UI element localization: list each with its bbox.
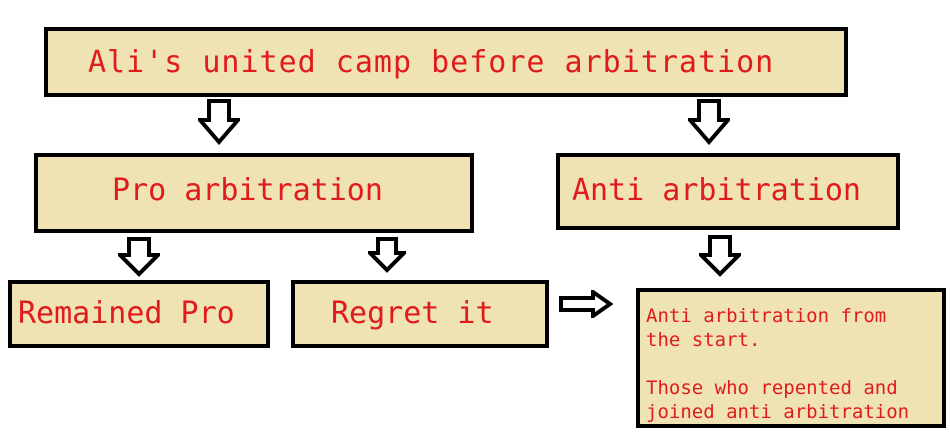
down-arrow-icon bbox=[198, 99, 240, 145]
anti-detail-node: Anti arbitration from the start. Those w… bbox=[636, 288, 946, 428]
anti-arbitration-label: Anti arbitration bbox=[572, 173, 861, 208]
down-arrow-icon bbox=[368, 237, 406, 273]
down-arrow-icon bbox=[688, 99, 730, 145]
regret-it-label: Regret it bbox=[331, 296, 494, 331]
remained-pro-label: Remained Pro bbox=[18, 296, 235, 331]
down-arrow-icon bbox=[699, 235, 741, 277]
anti-detail-text-1: Anti arbitration from the start. bbox=[646, 305, 887, 351]
regret-it-node: Regret it bbox=[291, 280, 549, 348]
right-arrow-icon bbox=[559, 290, 613, 318]
anti-detail-text-2: Those who repented and joined anti arbit… bbox=[646, 377, 910, 423]
anti-arbitration-node: Anti arbitration bbox=[556, 153, 900, 230]
pro-arbitration-label: Pro arbitration bbox=[112, 173, 383, 208]
down-arrow-icon bbox=[118, 237, 160, 277]
root-node-label: Ali's united camp before arbitration bbox=[88, 45, 775, 80]
pro-arbitration-node: Pro arbitration bbox=[34, 153, 474, 233]
remained-pro-node: Remained Pro bbox=[8, 280, 270, 348]
root-node: Ali's united camp before arbitration bbox=[44, 27, 848, 97]
